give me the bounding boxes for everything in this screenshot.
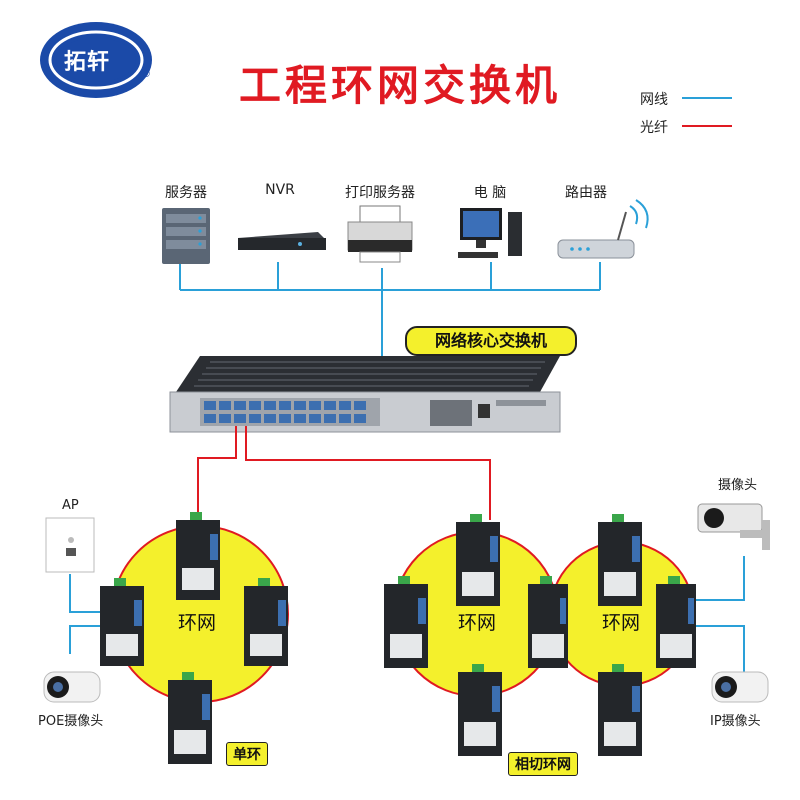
page-title: 工程环网交换机 [238,61,561,110]
nvr-icon [238,232,326,250]
switch-mid-center [528,576,568,668]
switch-left-top [176,512,220,600]
tangent-ring-text-b: 环网 [602,612,641,634]
single-ring-tag: 单环 [226,742,268,766]
poe-camera-label: POE摄像头 [38,714,104,729]
switch-mid-top [456,514,500,606]
single-ring-text: 环网 [178,612,217,634]
device-label-server: 服务器 [165,185,207,201]
right-cables [684,556,745,672]
device-label-router: 路由器 [565,185,607,201]
printer-icon [347,205,413,263]
device-label-printer: 打印服务器 [345,185,415,201]
ring-switches [100,512,696,764]
switch-left-bottom [168,672,212,764]
logo-mark [40,22,152,98]
left-cables [69,574,102,654]
ap-icon [45,517,95,573]
core-switch-icon [169,356,561,433]
legend-fiber-label: 光纤 [640,120,668,136]
switch-mid-bottom [458,664,502,756]
fiber-uplinks [197,426,491,520]
registered-mark: ® [141,69,151,80]
ip-camera-icon [711,671,769,703]
tangent-ring-tag: 相切环网 [508,752,578,776]
server-icon [162,208,210,264]
switch-left-left [100,578,144,666]
switch-mid-left [384,576,428,668]
router-icon [557,199,649,259]
switch-left-right [244,578,288,666]
core-switch-label: 网络核心交换机 [405,326,577,356]
tangent-ring-text-a: 环网 [458,612,497,634]
poe-camera-icon [43,671,101,703]
ap-label: AP [62,498,79,513]
switch-right-right [656,576,696,668]
logo-text: 拓轩 [64,50,111,75]
computer-icon [458,208,522,258]
legend-cable-label: 网线 [640,92,668,108]
switch-right-bottom [598,664,642,756]
camera-top-label: 摄像头 [718,478,758,493]
device-label-computer: 电 脑 [473,185,507,201]
camera-top-icon [697,503,770,550]
device-label-nvr: NVR [265,182,295,198]
ip-camera-label: IP摄像头 [710,714,761,729]
switch-right-top [598,514,642,606]
